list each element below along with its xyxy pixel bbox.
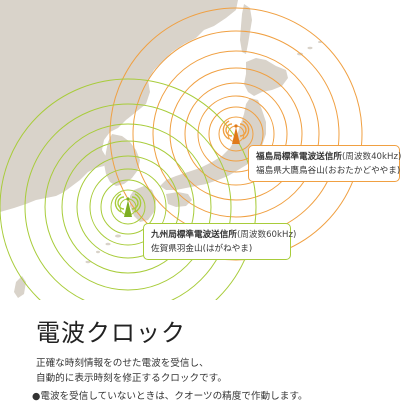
description-line-2: 自動的に表示時刻を修正するクロックです。 (36, 373, 227, 384)
quartz-note: ●電波を受信していないときは、クオーツの精度で作動します。 (32, 391, 308, 402)
fukushima-name-line: 福島局標準電波送信所(周波数40kHz) (256, 150, 401, 164)
page-title: 電波クロック (36, 319, 186, 347)
antenna-tower-icon (222, 120, 250, 144)
kuril-2 (307, 46, 313, 50)
korean-peninsula (104, 134, 140, 186)
island-3 (96, 250, 100, 254)
mainland-asia (0, 0, 238, 212)
transmitter-location: 福島県大鷹鳥谷山(おおたかどややま) (256, 166, 401, 176)
fukushima-transmitter-label: 福島局標準電波送信所(周波数40kHz) 福島県大鷹鳥谷山(おおたかどややま) (248, 145, 401, 182)
hokkaido (244, 58, 288, 96)
kyushu-transmitter-label: 九州局標準電波送信所(周波数60kHz) 佐賀県羽金山(はがねやま) (143, 223, 296, 260)
island-1 (115, 234, 121, 238)
honshu (160, 98, 266, 190)
island-2 (105, 242, 111, 246)
taiwan (14, 276, 26, 298)
transmitter-frequency: (周波数60kHz) (236, 230, 297, 240)
kyushu-coverage-rings (0, 78, 257, 300)
island-4 (85, 260, 91, 264)
transmitter-location: 佐賀県羽金山(はがねやま) (151, 244, 253, 254)
antenna-tower-icon (114, 193, 142, 217)
sakhalin (240, 4, 252, 54)
transmitter-name: 九州局標準電波送信所 (151, 230, 237, 240)
description-line-1: 正確な時刻情報をのせた電波を受信し、 (36, 358, 209, 369)
coverage-map (0, 0, 363, 300)
shikoku (166, 192, 192, 207)
kyushu-name-line: 九州局標準電波送信所(周波数60kHz) (151, 228, 296, 242)
transmitter-name: 福島局標準電波送信所 (256, 152, 342, 162)
transmitter-frequency: (周波数40kHz) (341, 152, 402, 162)
